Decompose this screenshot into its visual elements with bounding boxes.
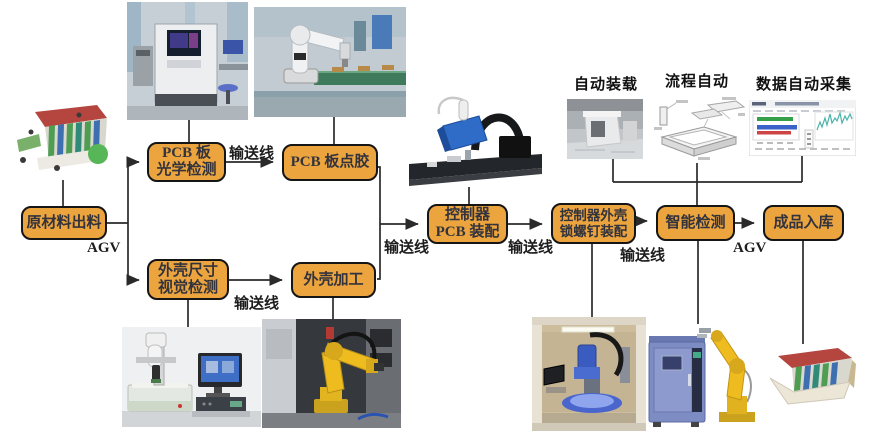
node-finished-product-warehousing: 成品入库 — [763, 205, 844, 241]
process-automation-drawing — [652, 97, 746, 163]
node-label-line2: 光学检测 — [156, 162, 217, 178]
node-label-line1: 外壳尺寸 — [157, 262, 218, 279]
pcb-optical-inspection-machine-photo — [127, 2, 248, 120]
node-label-line1: PCB 板 — [162, 145, 211, 162]
label-conveyor-merge-to-controller-assembly: 输送线 — [384, 240, 430, 256]
assembly-robot-arm-photo — [254, 7, 406, 117]
label-conveyor-optical-to-dispensing: 输送线 — [229, 146, 275, 162]
test-chamber-and-robot-photo — [647, 324, 763, 430]
label-conveyor-controller-to-screw: 输送线 — [508, 240, 554, 256]
node-label: PCB 板点胶 — [290, 154, 370, 171]
node-label-line2: PCB 装配 — [435, 224, 500, 240]
node-label-line1: 控制器 — [444, 207, 490, 224]
node-label: 成品入库 — [773, 214, 834, 231]
label-process-automation: 流程自动 — [665, 74, 730, 90]
node-pcb-dispensing: PCB 板点胶 — [282, 144, 378, 181]
node-intelligent-inspection: 智能检测 — [656, 205, 735, 241]
label-agv-raw-material: AGV — [87, 240, 121, 256]
node-label-line2: 视觉检测 — [157, 279, 218, 296]
dispensing-robot-photo — [407, 92, 544, 187]
label-conveyor-screw-to-inspection: 输送线 — [620, 248, 666, 264]
node-shell-machining: 外壳加工 — [291, 262, 376, 298]
node-label-line1: 控制器外壳 — [559, 208, 628, 224]
label-agv-to-warehouse: AGV — [733, 240, 767, 256]
node-pcb-optical-inspection: PCB 板 光学检测 — [147, 142, 226, 182]
node-controller-pcb-assembly: 控制器 PCB 装配 — [427, 204, 508, 244]
label-auto-loading: 自动装载 — [574, 77, 639, 93]
finished-goods-rack-photo — [764, 344, 856, 406]
label-conveyor-visual-to-machining: 输送线 — [234, 296, 280, 312]
auto-loading-machine-photo — [567, 99, 643, 159]
raw-material-rack-photo — [9, 102, 119, 180]
node-label: 智能检测 — [665, 214, 726, 231]
screw-locking-cell-photo — [532, 317, 646, 431]
label-auto-data-collection: 数据自动采集 — [756, 77, 853, 93]
node-label: 原材料出料 — [26, 214, 102, 231]
visual-inspection-station-photo — [122, 327, 261, 427]
yellow-industrial-robot-photo — [262, 319, 401, 428]
node-shell-dimension-visual-inspection: 外壳尺寸 视觉检测 — [147, 259, 229, 300]
node-label: 外壳加工 — [303, 271, 364, 288]
node-raw-material-output: 原材料出料 — [21, 206, 107, 240]
data-collection-dashboard-photo — [749, 100, 856, 156]
node-controller-shell-screw-assembly: 控制器外壳 锁螺钉装配 — [551, 203, 636, 244]
node-label-line2: 锁螺钉装配 — [559, 223, 628, 239]
